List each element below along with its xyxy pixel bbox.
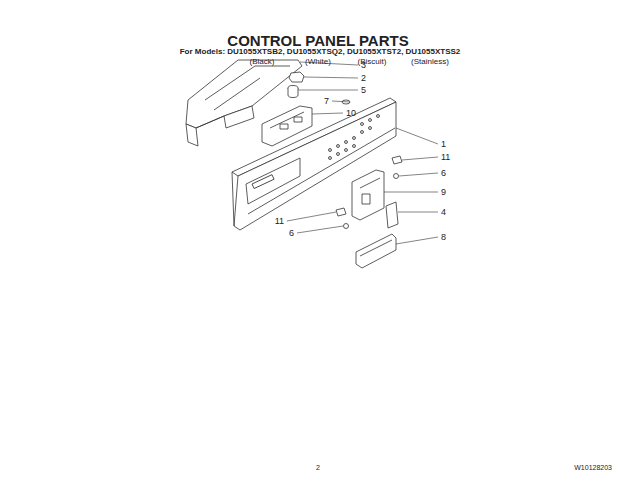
- control-panel: [234, 102, 396, 230]
- callout-number: 11: [275, 217, 284, 226]
- latch-part: [386, 202, 398, 228]
- housing-edge: [205, 66, 290, 100]
- leader-line: [399, 173, 438, 176]
- callout-number: 5: [361, 86, 366, 95]
- callout-number: 8: [441, 233, 446, 242]
- board-chip: [294, 117, 302, 122]
- callout-number: 10: [346, 109, 356, 118]
- clip-part: [289, 72, 304, 82]
- callout-number: 9: [441, 188, 446, 197]
- callout-number: 2: [361, 74, 366, 83]
- leader-line: [287, 212, 336, 221]
- housing-part: [186, 124, 198, 146]
- housing-part: [224, 106, 254, 128]
- leader-line: [396, 128, 438, 144]
- leader-line: [396, 237, 438, 244]
- leader-line: [312, 113, 343, 114]
- handle-edge: [360, 240, 392, 256]
- callout-number: 11: [441, 153, 450, 162]
- callout-number: 3: [361, 61, 366, 70]
- model-color: (White): [305, 58, 331, 66]
- model-color: (Black): [250, 58, 275, 66]
- panel-logo-area: [246, 158, 300, 204]
- nut-part: [336, 208, 346, 216]
- leader-line: [298, 90, 358, 91]
- model-list: For Models: DU1055XTSB2, DU1055XTSQ2, DU…: [180, 48, 461, 56]
- callout-number: 6: [289, 229, 294, 238]
- screw-part: [394, 174, 399, 179]
- handle-part: [356, 234, 396, 268]
- model-color: (Stainless): [411, 58, 449, 66]
- document-number: W10128203: [574, 464, 612, 471]
- knob-part: [288, 88, 298, 98]
- housing-edge: [214, 78, 260, 110]
- leader-line: [398, 212, 438, 213]
- bracket-slot: [362, 194, 370, 204]
- panel-edge: [232, 172, 234, 226]
- housing-edge: [196, 116, 224, 128]
- panel-badge: [252, 175, 274, 189]
- board-chip: [280, 124, 288, 129]
- diagram-title: CONTROL PANEL PARTS: [227, 33, 408, 48]
- leader-line: [402, 157, 438, 160]
- nut-part: [392, 156, 402, 164]
- leader-line: [297, 226, 343, 233]
- callout-number: 6: [441, 169, 446, 178]
- leader-line: [332, 101, 350, 102]
- screw-part: [344, 224, 349, 229]
- page-number: 2: [316, 464, 320, 471]
- bracket-part: [352, 170, 384, 220]
- leader-line: [384, 192, 438, 193]
- callout-number: 1: [441, 140, 446, 149]
- callout-number: 4: [441, 208, 446, 217]
- callout-number: 7: [324, 97, 329, 106]
- bracket-edge: [360, 178, 380, 188]
- leader-line: [304, 77, 358, 78]
- board-edge: [270, 112, 304, 128]
